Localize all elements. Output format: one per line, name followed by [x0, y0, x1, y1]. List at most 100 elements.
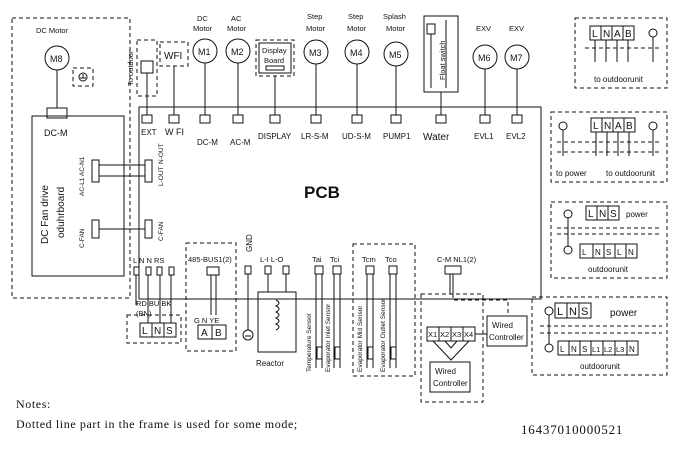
conn-wifi: W FI — [165, 127, 184, 137]
float-switch-label: Float switch — [438, 40, 447, 80]
conn-display: DISPLAY — [258, 132, 292, 141]
ob3-bot-l2: L — [617, 248, 622, 257]
power-pin-connectors — [133, 266, 175, 276]
ob4-bot-n: N — [571, 345, 577, 354]
outdoor-box-1 — [574, 17, 668, 89]
pcb-label: PCB — [304, 183, 340, 202]
sensor-tai-pin: Tai — [312, 255, 322, 264]
ob3-unit-label: outdoorunit — [588, 265, 629, 274]
step-motor-1-l1: Step — [307, 12, 322, 21]
ob2-b: B — [626, 121, 633, 132]
sensor-mid-frame — [352, 243, 416, 377]
power-pins-label: L N N RS — [133, 256, 164, 265]
ac-motor-top-l2: Motor — [227, 24, 247, 33]
ob2-a: A — [615, 121, 622, 132]
ob3-bottom-terminal — [579, 243, 638, 259]
ac-motor-top-l1: AC — [231, 14, 242, 23]
splash-motor-l1: Splash — [383, 12, 406, 21]
conn-dc-m: DC-M — [197, 138, 218, 147]
dc-fan-frame — [11, 17, 131, 299]
wired-ctrl-l1: Wired — [435, 367, 456, 376]
ob1-l: L — [592, 29, 598, 40]
ob3-bot-s: S — [606, 248, 611, 257]
ob3-ground-icon — [563, 209, 573, 219]
ob3-bot-n: N — [595, 248, 601, 257]
ob3-top-l: L — [588, 209, 594, 220]
to-outdoor-label: To outdoor — [126, 50, 135, 86]
motor-m1-id: M1 — [198, 47, 211, 57]
outdoor-box-4 — [531, 296, 668, 376]
sensor-tco-label: Evaporator Outlet Sensor — [380, 298, 387, 372]
ob3-top-terminal — [585, 205, 620, 221]
ground-frame — [72, 67, 94, 87]
dc-motor-label: DC Motor — [36, 26, 69, 35]
sensor-tcm-icon — [367, 346, 374, 360]
n-out-label: N-OUT — [158, 143, 165, 164]
c-fan-label: C-FAN — [158, 221, 165, 241]
ob4-top-terminal — [554, 302, 592, 319]
ob1-n: N — [603, 29, 610, 40]
ob4-bot-l3: L3 — [616, 345, 624, 354]
bus-frame — [185, 242, 237, 352]
wired-ctrl-2-l1: Wired — [492, 321, 513, 330]
sensor-tcm-label: Evaporator Mid Sensor — [357, 305, 364, 372]
conn-evl2: EVL2 — [506, 132, 526, 141]
sensor-tai-icon — [316, 346, 323, 360]
conn-lr-s-m: LR-S-M — [301, 132, 329, 141]
ob3-power-label: power — [626, 210, 648, 219]
outdoor-box-2 — [550, 111, 668, 183]
sensor-tci-icon — [334, 346, 341, 360]
sensor-tci-label: Evaporator Inlet Sensor — [325, 303, 332, 372]
ob4-top-n: N — [569, 306, 577, 318]
ob3-bot-n2: N — [628, 248, 634, 257]
wired-ctrl-x4: X4 — [464, 330, 473, 339]
conn-water: Water — [423, 132, 450, 143]
notes-line1: Dotted line part in the frame is used fo… — [16, 417, 298, 431]
ob4-top-s: S — [581, 306, 588, 318]
conn-ud-s-m: UD-S-M — [342, 132, 371, 141]
outdoor-box-3 — [550, 201, 668, 279]
gnd-icon — [242, 329, 254, 341]
ob3-top-s: S — [610, 209, 617, 220]
dc-motor-top-l1: DC — [197, 14, 208, 23]
motor-m7-id: M7 — [510, 53, 523, 63]
ob2-n: N — [604, 121, 611, 132]
motor-m2-id: M2 — [231, 47, 244, 57]
motor-m3-id: M3 — [309, 48, 322, 58]
ob3-bot-l: L — [582, 248, 587, 257]
sensor-tai-label: Temperature Sensor — [306, 312, 313, 372]
dc-motor-top-l2: Motor — [193, 24, 213, 33]
ob4-bot-l: L — [560, 345, 565, 354]
wired-ctrl-x1: X1 — [428, 330, 437, 339]
conn-ac-m: AC-M — [230, 138, 251, 147]
wifi-label: WFI — [164, 51, 182, 62]
motor-m6-id: M6 — [478, 53, 491, 63]
bus-label: 485-BUS1(2) — [188, 255, 232, 264]
ob4-bot-l1: L1 — [592, 345, 600, 354]
exv-2-label: EXV — [509, 24, 524, 33]
wired-ctrl-x3: X3 — [452, 330, 461, 339]
conn-ext: EXT — [141, 128, 157, 137]
power-terminal-l: L — [142, 326, 148, 337]
dc-fan-board-label2: oduhrboard — [56, 187, 67, 238]
motor-m8-id: M8 — [50, 54, 63, 64]
sensor-tco-icon — [390, 346, 397, 360]
power-terminal-n: N — [154, 326, 161, 337]
wired-ctrl-box — [429, 361, 471, 393]
bus-wires-label: G N YE — [194, 316, 219, 325]
sensor-tcm-pin: Tcm — [362, 255, 376, 264]
ob1-a: A — [614, 29, 621, 40]
motor-m4-id: M4 — [350, 48, 363, 58]
ob1-ground-icon — [648, 28, 658, 38]
wired-ctrl-pin-label: C-M NL1(2) — [437, 255, 477, 264]
conn-evl1: EVL1 — [474, 132, 494, 141]
wired-ctrl-2-box — [486, 315, 528, 347]
ob2-ground-icon-2 — [648, 121, 658, 131]
display-board-l2: Board — [264, 56, 284, 65]
ob4-bot-n2: N — [629, 345, 635, 354]
ob2-label-right: to outdoorunit — [606, 169, 656, 178]
ob4-bottom-terminal — [557, 340, 639, 356]
power-terminal-lns — [139, 322, 177, 338]
reactor-box — [257, 291, 297, 353]
